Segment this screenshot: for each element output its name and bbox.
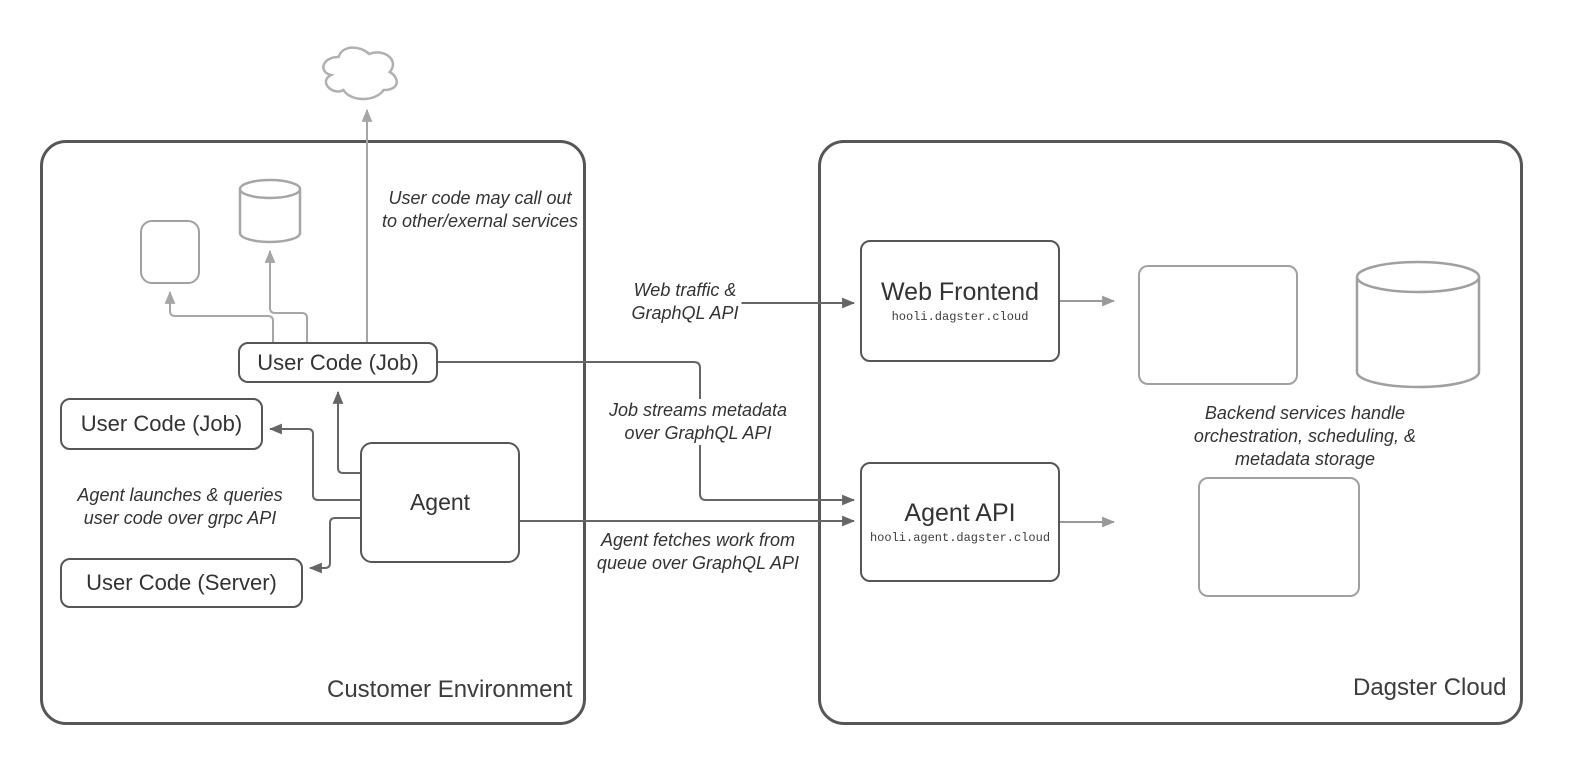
- arrow-usercode-to-external-database: [264, 249, 308, 342]
- node-hostname: hooli.dagster.cloud: [891, 310, 1029, 324]
- node-agent: Agent: [360, 442, 520, 563]
- external-database-icon: [238, 178, 302, 244]
- customer-environment-label: Customer Environment: [327, 676, 573, 703]
- node-label: User Code (Server): [86, 570, 277, 595]
- dagster-cloud-container: [818, 140, 1523, 725]
- customer-environment-container: [40, 140, 586, 725]
- node-user-code-job-top: User Code (Job): [238, 342, 438, 383]
- node-web-frontend: Web Frontend hooli.dagster.cloud: [860, 240, 1060, 362]
- node-label: User Code (Job): [257, 349, 419, 375]
- external-service-box: [140, 220, 200, 284]
- annotation-agent-fetches: Agent fetches work from queue over Graph…: [593, 529, 803, 575]
- annotation-user-code-external: User code may call out to other/exernal …: [378, 187, 582, 233]
- annotation-job-streams: Job streams metadata over GraphQL API: [605, 399, 791, 445]
- backend-queue-box: [1198, 477, 1360, 597]
- backend-service-box: [1138, 265, 1298, 385]
- node-label: Web Frontend: [881, 278, 1039, 306]
- node-user-code-job-left: User Code (Job): [60, 398, 263, 450]
- arrow-usercode-to-external-box: [164, 290, 274, 342]
- annotation-web-traffic: Web traffic & GraphQL API: [628, 279, 742, 325]
- node-hostname: hooli.agent.dagster.cloud: [869, 531, 1051, 545]
- annotation-backend-services: Backend services handle orchestration, s…: [1190, 402, 1420, 471]
- node-label: Agent API: [904, 499, 1016, 527]
- cloud-icon: [322, 46, 398, 101]
- arrow-agent-to-usercode-job-left: [268, 423, 360, 501]
- node-user-code-server: User Code (Server): [60, 558, 303, 608]
- dagster-cloud-label: Dagster Cloud: [1353, 674, 1507, 701]
- node-label: Agent: [409, 489, 471, 515]
- metadata-database-icon: [1355, 260, 1481, 389]
- annotation-agent-launches: Agent launches & queries user code over …: [74, 484, 286, 530]
- node-agent-api: Agent API hooli.agent.dagster.cloud: [860, 462, 1060, 582]
- arrow-agent-to-usercode-job-top: [332, 390, 360, 474]
- arrow-agent-to-usercode-server: [308, 517, 360, 574]
- node-label: User Code (Job): [80, 411, 243, 436]
